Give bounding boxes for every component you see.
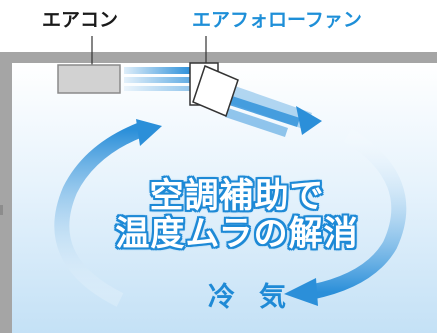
air-follow-fan-label: エアフォローファン bbox=[192, 9, 362, 31]
headline-line-2: 温度ムラの解消 bbox=[115, 214, 359, 254]
circulation-arrow-right bbox=[284, 128, 407, 306]
headline-line-1: 空調補助で bbox=[149, 176, 325, 216]
fan-air-jet bbox=[225, 85, 322, 137]
ac-air-jet bbox=[124, 67, 192, 91]
left-wall-tick bbox=[0, 205, 3, 215]
cold-air-label: 冷気 bbox=[208, 282, 310, 313]
air-follow-fan bbox=[189, 62, 239, 118]
circulation-arrow-left bbox=[54, 119, 162, 307]
air-conditioner-label: エアコン bbox=[42, 9, 119, 31]
air-conditioner-unit bbox=[57, 64, 121, 94]
